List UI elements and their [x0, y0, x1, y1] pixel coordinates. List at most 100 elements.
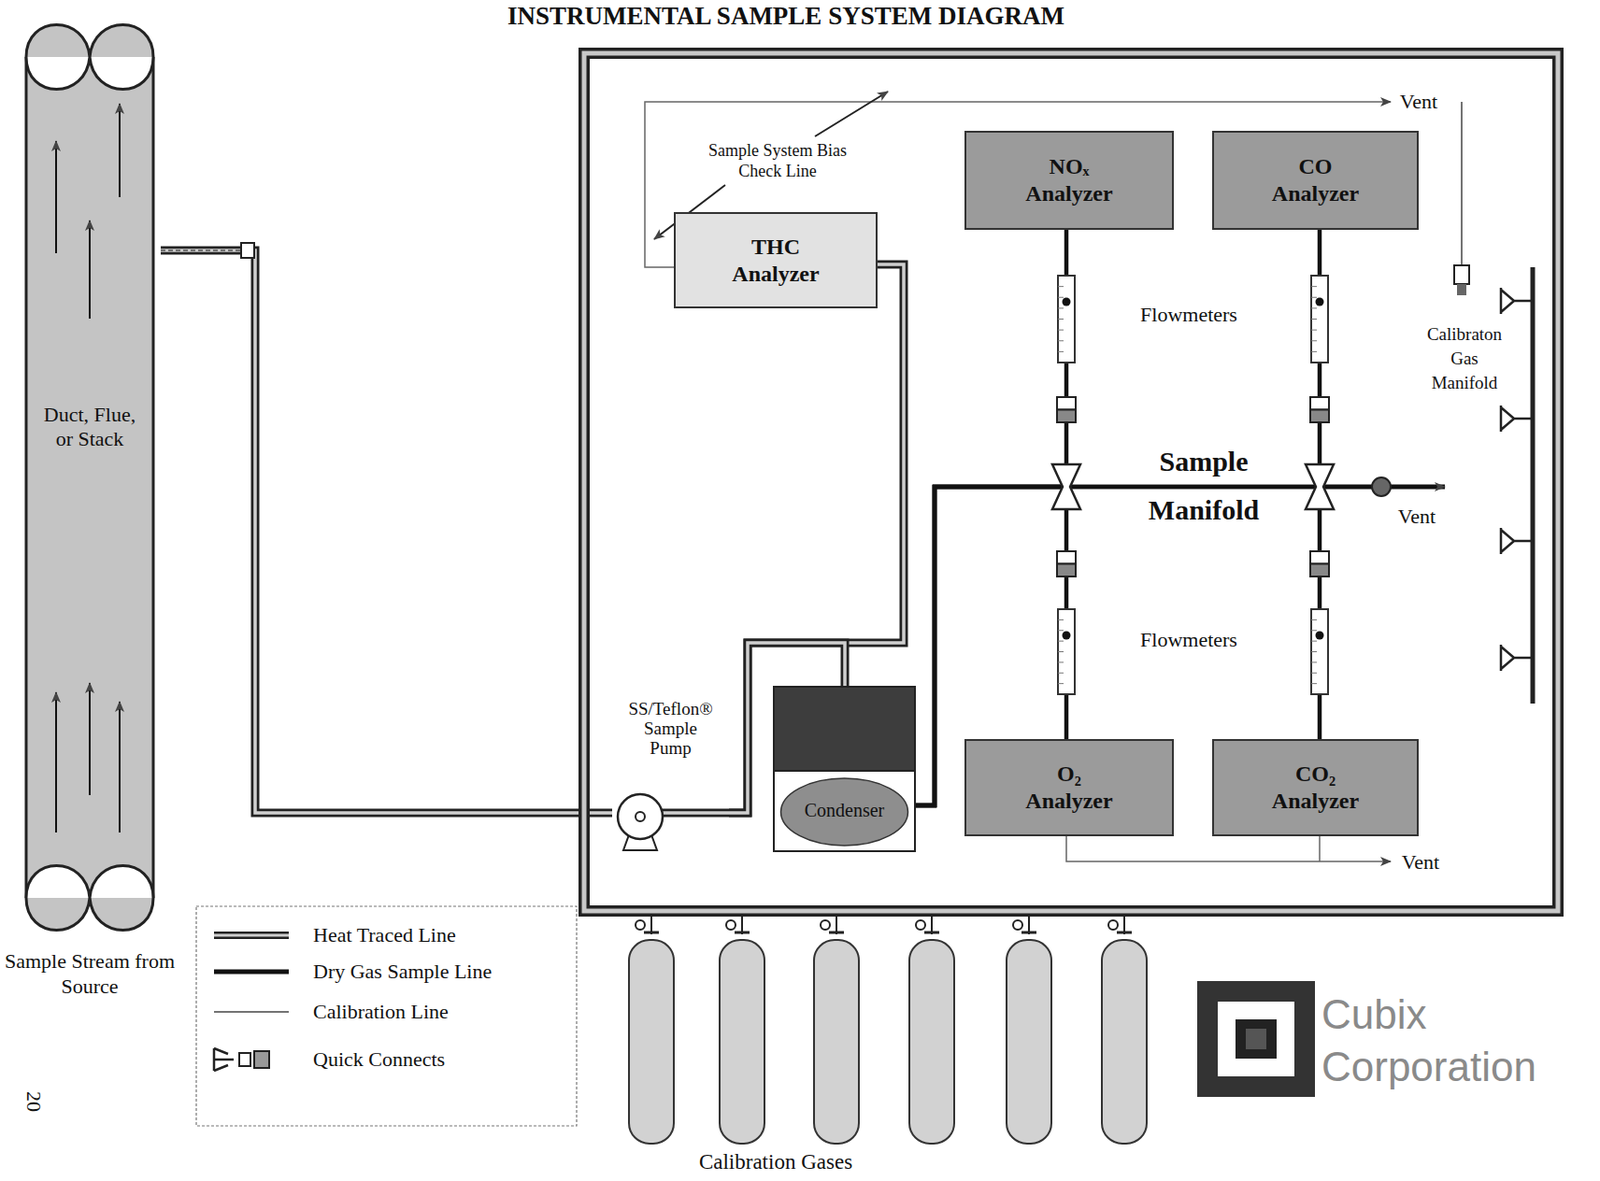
flowmeter-ball [1062, 298, 1072, 307]
cylinder-valve [643, 931, 659, 935]
flow-arrow [88, 220, 91, 319]
condenser-unit: Condenser [772, 685, 916, 853]
logo-outer [1197, 981, 1315, 1098]
cylinder-valve [828, 931, 844, 935]
condenser-ellipse [781, 778, 909, 846]
analyzer-box-outline [673, 212, 878, 309]
node-text: Condenser [784, 799, 906, 822]
text-label: Vent [1392, 504, 1442, 529]
legend-text: Quick Connects [313, 1047, 566, 1072]
legend-sample [214, 1048, 234, 1072]
analyzer-box: O₂ Analyzer [964, 739, 1174, 837]
flowmeter-tick [1311, 641, 1317, 643]
analyzer-box-outline [964, 130, 1174, 230]
flowmeter-tick [1057, 318, 1064, 320]
stack-break [26, 866, 154, 900]
node-text: O₂ Analyzer [1017, 760, 1121, 815]
cylinder-valve [924, 931, 940, 935]
analyzer-box: CO Analyzer [1212, 130, 1419, 230]
vent-orifice [1371, 477, 1391, 497]
gas-cylinder [628, 940, 674, 1144]
leader-arrow [814, 91, 888, 137]
legend-sample [214, 1011, 289, 1014]
vent-line [1066, 836, 1391, 862]
analyzer-box: NOₓ Analyzer [964, 130, 1174, 230]
manifold-valve [1305, 464, 1334, 510]
pump-shaft [635, 812, 645, 822]
quick-connect [1500, 528, 1533, 555]
quick-connect [1500, 287, 1533, 315]
pump-outlet [658, 809, 729, 818]
cylinder-regulator [1108, 920, 1118, 930]
legend-sample [214, 931, 289, 940]
enclosure-outer [584, 53, 1558, 912]
cylinder-regulator [1013, 920, 1023, 930]
quick-connect [1310, 397, 1329, 411]
legend-sample [214, 934, 289, 938]
stack-break [26, 57, 154, 90]
text-label: Vent [1394, 89, 1443, 115]
legend-sample [214, 970, 289, 975]
legend-samples [214, 935, 289, 1072]
cylinder-regulator [635, 920, 645, 930]
flow-arrow [55, 692, 58, 833]
heat-traced-line [160, 250, 613, 814]
flow-arrow [118, 701, 121, 833]
flowmeter-group [1052, 275, 1334, 695]
flowmeter-tick [1311, 285, 1317, 287]
quick-connect [1057, 564, 1076, 578]
flowmeter-tick [1311, 661, 1317, 663]
flowmeter-ball [1315, 298, 1325, 307]
flowmeter-tick [1057, 619, 1064, 621]
flow-arrow [88, 683, 91, 796]
logo-center [1245, 1028, 1267, 1050]
chiller-box [773, 686, 915, 772]
flowmeter-tick [1311, 651, 1317, 653]
flowmeter-tick [1057, 351, 1064, 353]
enclosure-inner [584, 53, 1558, 912]
gas-cylinder [719, 940, 765, 1144]
stack-outline [26, 25, 154, 931]
condenser-unit-outline [772, 685, 916, 853]
flowmeter-tick [1311, 619, 1317, 621]
flowmeter-tick [1057, 340, 1064, 342]
legend-text: Dry Gas Sample Line [313, 959, 566, 985]
sample-pump: SS/Teflon® Sample Pump [612, 699, 729, 856]
box-outline [1213, 131, 1418, 229]
analyzer-box-outline [964, 739, 1174, 837]
vent-line [1318, 836, 1321, 862]
calibration-line [1460, 101, 1463, 268]
legend-box [196, 906, 577, 1127]
flowmeter-tick [1311, 297, 1317, 299]
analyzer-box-outline [1212, 739, 1419, 837]
flowmeter-tick [1311, 307, 1317, 309]
flowmeter-tick [1311, 351, 1317, 353]
flowmeter-tube [1311, 275, 1329, 363]
text-label: 20 [21, 1083, 46, 1121]
node-text: NOₓ Analyzer [1017, 153, 1121, 208]
flowmeter-tick [1311, 340, 1317, 342]
flowmeter-tick [1057, 641, 1064, 643]
flowmeter-tube [1057, 609, 1075, 695]
stack-body-outline [18, 10, 161, 944]
legend-text: Calibration Line [313, 1000, 566, 1025]
logo-ring [1217, 1001, 1295, 1077]
flowmeter-tick [1057, 683, 1064, 685]
flowmeter-tube [1057, 275, 1075, 363]
cylinder-regulator [820, 920, 830, 930]
node-text: CO₂ Analyzer [1264, 760, 1368, 815]
quick-connect [1500, 644, 1533, 672]
cylinder-valve [1116, 931, 1132, 935]
quick-connect [1454, 265, 1470, 285]
connector-heads [915, 229, 1067, 806]
gas-cylinder [1101, 940, 1147, 1144]
flowmeter-tick [1057, 307, 1064, 309]
condenser-box [773, 771, 915, 852]
connector [160, 250, 613, 814]
manifold-valve [1052, 464, 1081, 510]
quick-connect [1500, 405, 1533, 432]
text-label: Cubix Corporation [1321, 988, 1598, 1094]
quick-connect [1057, 551, 1076, 565]
calibration-gas-manifold [1530, 267, 1536, 704]
